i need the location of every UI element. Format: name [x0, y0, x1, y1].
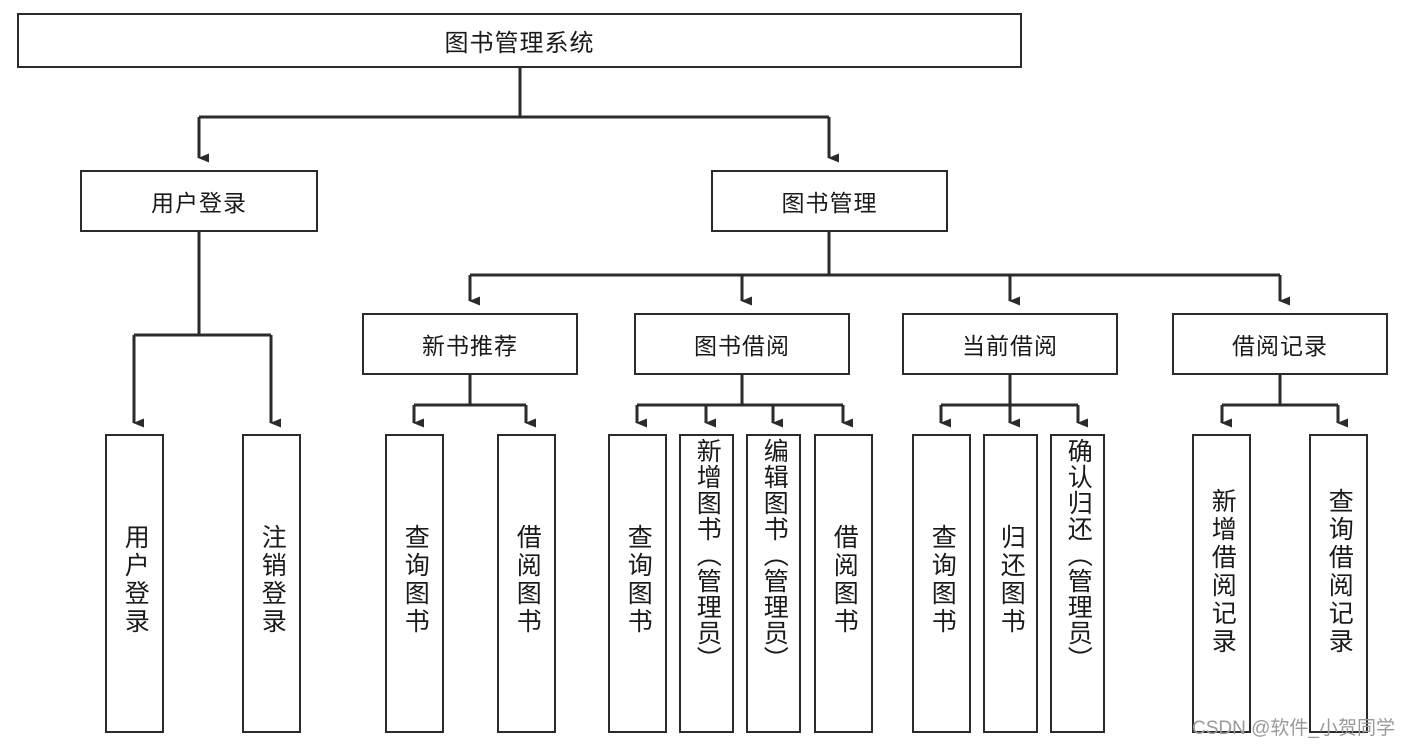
- leaf-logout[interactable]: 注销登录: [242, 434, 301, 733]
- node-label: 编辑图书（管理员）: [760, 438, 789, 672]
- node-label: 新书推荐: [422, 333, 518, 359]
- node-new-book-recommend[interactable]: 新书推荐: [362, 313, 578, 375]
- node-user-login[interactable]: 用户登录: [80, 170, 318, 232]
- leaf-query-borrow-record[interactable]: 查询借阅记录: [1309, 434, 1368, 733]
- node-label: 新增借阅记录: [1208, 488, 1237, 656]
- node-label: 用户登录: [151, 190, 247, 216]
- leaf-add-book-admin[interactable]: 新增图书（管理员）: [679, 434, 734, 733]
- node-borrow-record[interactable]: 借阅记录: [1172, 313, 1388, 375]
- node-label: 图书管理系统: [444, 30, 595, 57]
- node-label: 查询图书: [401, 524, 430, 636]
- leaf-user-login[interactable]: 用户登录: [105, 434, 164, 733]
- node-label: 图书借阅: [694, 333, 790, 359]
- node-label: 确认归还（管理员）: [1064, 438, 1093, 672]
- node-label: 查询借阅记录: [1325, 488, 1354, 656]
- node-label: 图书管理: [781, 190, 878, 216]
- node-label: 归还图书: [997, 524, 1026, 636]
- node-label: 用户登录: [121, 524, 150, 636]
- leaf-query-book-borrow[interactable]: 查询图书: [608, 434, 667, 733]
- leaf-add-borrow-record[interactable]: 新增借阅记录: [1192, 434, 1251, 733]
- node-book-management[interactable]: 图书管理: [711, 170, 948, 232]
- leaf-query-book-recommend[interactable]: 查询图书: [385, 434, 444, 733]
- node-book-borrow[interactable]: 图书借阅: [634, 313, 850, 375]
- node-label: 当前借阅: [962, 333, 1058, 359]
- node-label: 查询图书: [928, 524, 957, 636]
- node-current-borrow[interactable]: 当前借阅: [902, 313, 1118, 375]
- node-label: 借阅图书: [513, 524, 542, 636]
- leaf-query-book-current[interactable]: 查询图书: [912, 434, 971, 733]
- leaf-confirm-return-admin[interactable]: 确认归还（管理员）: [1050, 434, 1105, 733]
- leaf-borrow-book[interactable]: 借阅图书: [814, 434, 873, 733]
- node-label: 注销登录: [258, 524, 287, 636]
- leaf-return-book[interactable]: 归还图书: [983, 434, 1038, 733]
- node-label: 借阅记录: [1232, 333, 1328, 359]
- node-label: 查询图书: [624, 524, 653, 636]
- node-label: 借阅图书: [830, 524, 859, 636]
- leaf-borrow-book-recommend[interactable]: 借阅图书: [497, 434, 556, 733]
- watermark-text: CSDN @软件_小贺同学: [1192, 718, 1395, 739]
- node-root-system[interactable]: 图书管理系统: [17, 13, 1022, 68]
- leaf-edit-book-admin[interactable]: 编辑图书（管理员）: [746, 434, 801, 733]
- node-label: 新增图书（管理员）: [693, 438, 722, 672]
